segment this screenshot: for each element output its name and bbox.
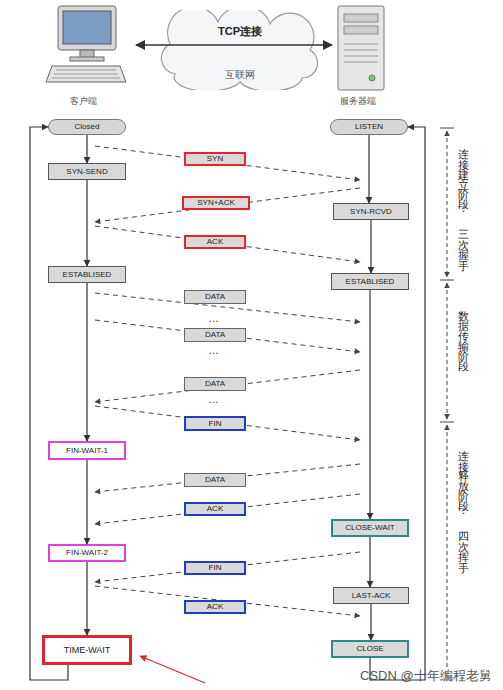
node-text: TIME-WAIT (64, 646, 111, 655)
phase-bracket (447, 425, 448, 677)
lifeline-arrow (30, 127, 68, 680)
message-arrow (95, 188, 360, 222)
phase-label: 数据传输阶段 (456, 302, 472, 368)
node-text: ACK (207, 505, 223, 513)
phase-label: 连接释放阶段：四次挥手 (456, 442, 472, 572)
server-bay (344, 14, 378, 22)
bracket-tick (440, 280, 454, 281)
cloud-outline (161, 10, 317, 90)
keyboard (46, 66, 126, 82)
message-arrow (95, 320, 360, 352)
node-text: FIN (209, 564, 222, 572)
state-box: SYN-SEND (48, 163, 126, 180)
cloud-text: TCP连接 (218, 26, 262, 37)
lifeline-arrow (86, 562, 87, 635)
node-text: CLOSE (356, 645, 383, 653)
message-arrow (95, 226, 360, 262)
phase-bracket (447, 283, 448, 419)
lifeline-arrow (370, 604, 371, 640)
phase-label: 连接建立阶段：三次握手 (456, 140, 472, 270)
node-text: ACK (207, 238, 223, 246)
node-text: LISTEN (355, 123, 383, 131)
node-text: SYN+ACK (197, 199, 235, 207)
server-led (369, 75, 375, 81)
node-text: Closed (75, 123, 100, 131)
node-text: ESTABLISED (63, 271, 112, 279)
ellipsis: … (208, 344, 219, 356)
state-box: TIME-WAIT (42, 635, 132, 665)
lifeline-arrow (370, 220, 371, 273)
node-text: ESTABLISED (346, 278, 395, 286)
message-box: DATA (184, 328, 246, 342)
ellipsis: … (208, 312, 219, 324)
lifeline-arrow (86, 135, 87, 163)
message-box: DATA (184, 473, 246, 487)
message-arrow (95, 586, 360, 616)
lifeline-arrow (368, 135, 369, 203)
state-box: FIN-WAIT-1 (48, 441, 126, 460)
lifeline-arrow (86, 283, 87, 441)
state-box: SYN-RCVD (333, 203, 409, 220)
state-box: ESTABLISED (331, 273, 409, 290)
device-label: 服务器端 (340, 95, 376, 108)
node-text: FIN-WAIT-2 (66, 549, 108, 557)
bracket-tick (440, 422, 454, 423)
message-box: ACK (184, 502, 246, 516)
message-box: SYN (184, 152, 246, 166)
node-text: DATA (205, 293, 225, 301)
node-text: DATA (205, 476, 225, 484)
state-pill: LISTEN (330, 119, 408, 135)
lifeline-arrow (86, 460, 87, 544)
state-pill: Closed (48, 119, 126, 135)
bracket-tick (440, 128, 454, 129)
node-text: SYN (207, 155, 223, 163)
message-arrow (95, 552, 360, 582)
server-tower (338, 6, 384, 90)
message-arrow (95, 370, 360, 402)
node-text: FIN (209, 420, 222, 428)
message-box: DATA (184, 377, 246, 391)
node-text: SYN-SEND (66, 168, 107, 176)
state-box: CLOSE-WAIT (331, 519, 409, 537)
ellipsis: … (208, 393, 219, 405)
lifeline-arrow (86, 180, 87, 266)
message-box: FIN (184, 416, 246, 431)
state-box: ESTABLISED (48, 266, 126, 283)
watermark: CSDN @十年编程老舅 (360, 667, 492, 685)
state-box: LAST-ACK (333, 587, 409, 604)
node-text: ACK (207, 603, 223, 611)
message-box: ACK (184, 600, 246, 614)
keyboard-keys (52, 70, 120, 78)
lifeline-arrow (370, 127, 425, 680)
state-box: FIN-WAIT-2 (48, 544, 126, 562)
server-vents (344, 44, 378, 62)
monitor-screen (63, 11, 111, 44)
lifeline-arrow (369, 537, 370, 587)
message-arrow (95, 406, 360, 440)
cloud-text: 互联网 (225, 70, 255, 80)
node-text: CLOSE-WAIT (345, 524, 394, 532)
state-box: CLOSE (331, 640, 409, 658)
message-box: FIN (184, 561, 246, 575)
node-text: DATA (205, 380, 225, 388)
monitor-base (70, 57, 104, 61)
pointer-arrow (140, 656, 205, 683)
lifeline-arrow (369, 290, 370, 519)
device-label: 客户端 (70, 95, 97, 108)
server-bay (344, 26, 378, 34)
message-arrow (95, 146, 360, 180)
node-text: FIN-WAIT-1 (66, 447, 108, 455)
node-text: DATA (205, 331, 225, 339)
message-box: SYN+ACK (182, 196, 250, 210)
phase-bracket (447, 131, 448, 277)
node-text: LAST-ACK (352, 592, 391, 600)
node-text: SYN-RCVD (350, 208, 392, 216)
message-arrow (95, 494, 360, 524)
message-arrow (95, 464, 360, 492)
message-box: DATA (184, 290, 246, 304)
cloud-shape: TCP连接互联网 (150, 10, 330, 90)
message-box: ACK (184, 235, 246, 249)
monitor-frame (58, 6, 116, 50)
